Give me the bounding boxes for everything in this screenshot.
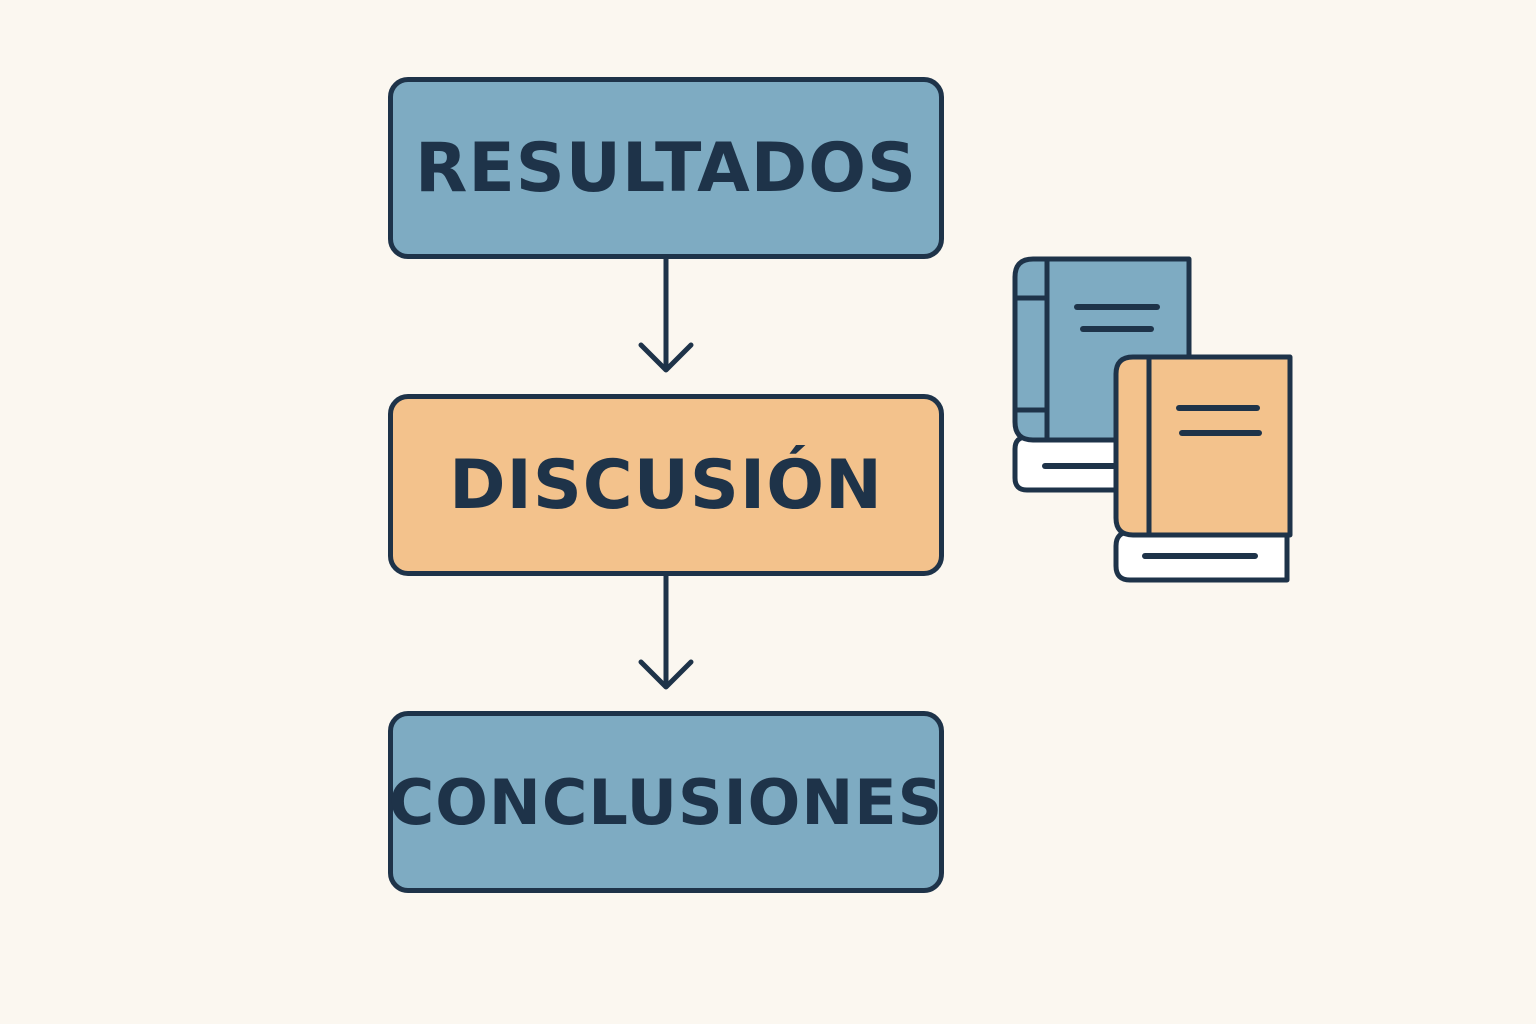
books-icon [1012, 256, 1293, 583]
node-label-resultados: RESULTADOS [414, 128, 918, 208]
arrow-down-icon [638, 573, 694, 690]
node-label-conclusiones: CONCLUSIONES [388, 765, 944, 839]
node-conclusiones: CONCLUSIONES [388, 711, 944, 893]
node-resultados: RESULTADOS [388, 77, 944, 259]
node-label-discusion: DISCUSIÓN [449, 445, 883, 525]
node-discusion: DISCUSIÓN [388, 394, 944, 576]
arrow-down-icon [638, 256, 694, 373]
book-orange-icon [1113, 354, 1293, 583]
